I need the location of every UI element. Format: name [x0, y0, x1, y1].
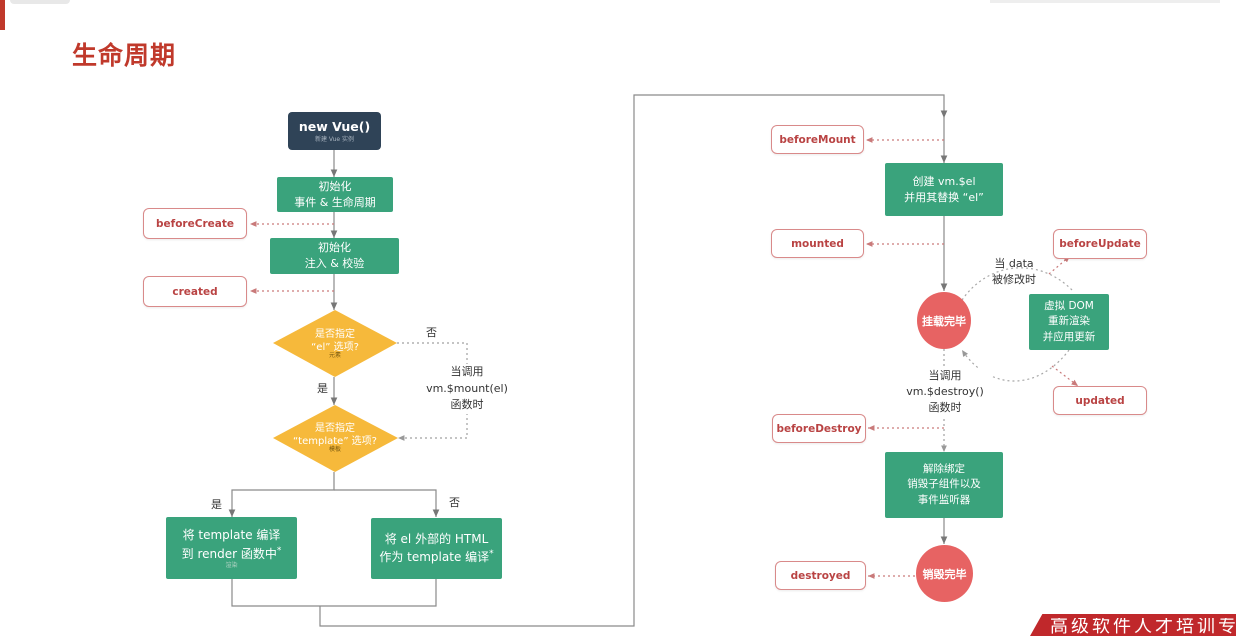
destroyed-circle: 销毁完毕 [916, 545, 973, 602]
compile-template-sub: 渲染 [225, 561, 238, 569]
merge-line [231, 579, 437, 607]
label-destroy-call-3: 函数时 [928, 400, 962, 414]
compile-template-line1: 将 template 编译 [182, 528, 281, 543]
label-mount-call-3: 函数时 [450, 398, 484, 411]
decision-template-line2: “template” 选项? [293, 436, 377, 447]
label-data-change-2: 被修改时 [992, 272, 1036, 286]
label-destroy-call-1: 当调用 [928, 369, 962, 382]
label-mount-call-1: 当调用 [450, 365, 484, 378]
hook-before-destroy: beforeDestroy [772, 414, 866, 443]
virtual-dom-line1: 虚拟 DOM [1044, 300, 1094, 313]
decision-el-line2: “el” 选项? [311, 342, 359, 353]
virtual-dom-node: 虚拟 DOM 重新渲染 并应用更新 [1029, 294, 1109, 350]
teardown-line2: 销毁子组件以及 [907, 478, 981, 491]
decision-el-diamond [273, 310, 397, 377]
loop-arc-top [961, 267, 1073, 301]
brand-text: 高级软件人才培训专 [1050, 618, 1236, 636]
virtual-dom-line3: 并应用更新 [1042, 330, 1096, 343]
teardown-node: 解除绑定 销毁子组件以及 事件监听器 [885, 452, 1003, 518]
teardown-line1: 解除绑定 [923, 463, 965, 476]
left-main-flow [228, 94, 948, 627]
top-accent-bar [0, 0, 5, 30]
create-el-line2: 并用其替换 “el” [904, 190, 984, 204]
teardown-line3: 事件监听器 [917, 493, 971, 506]
hook-mounted: mounted [771, 229, 864, 258]
hook-updated: updated [1053, 386, 1147, 415]
init-events-node: 初始化 事件 & 生命周期 [277, 177, 393, 212]
update-loop [961, 255, 1079, 387]
arrow-template-no [334, 489, 440, 517]
new-vue-sub: 新建 Vue 实例 [314, 136, 354, 144]
init-inject-line1: 初始化 [318, 241, 351, 255]
decision-template-sub: 模板 [328, 446, 341, 453]
decision-el-sub: 元素 [328, 352, 341, 359]
init-events-line1: 初始化 [318, 179, 352, 193]
arrow-updated [1051, 365, 1079, 387]
arrow-template-yes [228, 472, 335, 517]
compile-template-node: 将 template 编译 到 render 函数中* 渲染 [166, 517, 297, 579]
label-template-yes: 是 [211, 498, 222, 511]
decision-template-diamond [273, 405, 398, 472]
new-vue-node: new Vue() 新建 Vue 实例 [288, 112, 381, 150]
label-mount-call-2: vm.$mount(el) [426, 381, 508, 395]
init-events-line2: 事件 & 生命周期 [294, 195, 376, 209]
compile-template-line2: 到 render 函数中 [181, 546, 277, 561]
label-destroy-call: 当调用 vm.$destroy() 函数时 [898, 368, 992, 416]
top-right-strip [990, 0, 1220, 3]
label-destroy-call-2: vm.$destroy() [906, 384, 984, 398]
label-template-no: 否 [449, 496, 460, 509]
create-el-node: 创建 vm.$el 并用其替换 “el” [885, 163, 1003, 216]
new-vue-label: new Vue() [298, 119, 371, 135]
label-el-no: 否 [426, 326, 437, 339]
label-mount-call: 当调用 vm.$mount(el) 函数时 [418, 364, 516, 414]
virtual-dom-line2: 重新渲染 [1048, 315, 1090, 328]
hook-before-create: beforeCreate [143, 208, 247, 239]
right-hook-arrows [866, 137, 944, 579]
page-title: 生命周期 [72, 41, 177, 70]
decision-template-line1: 是否指定 [315, 423, 355, 434]
hook-before-mount: beforeMount [771, 125, 864, 154]
compile-outer-node: 将 el 外部的 HTML 作为 template 编译* [371, 518, 502, 579]
compile-outer-mark: * [489, 549, 494, 559]
label-el-yes: 是 [317, 382, 328, 395]
decision-el-line1: 是否指定 [315, 329, 355, 340]
left-hook-arrows [250, 221, 334, 294]
decision-el-label: 是否指定 “el” 选项? 元素 [285, 327, 385, 359]
hook-created: created [143, 276, 247, 307]
init-inject-node: 初始化 注入 & 校验 [270, 238, 399, 274]
el-no-path [397, 342, 468, 441]
connector-to-mount [319, 94, 948, 627]
arrow-el-no [397, 342, 468, 441]
brand-banner [1030, 614, 1236, 636]
compile-outer-line2: 作为 template 编译 [379, 550, 490, 564]
compile-template-mark: * [276, 545, 282, 556]
mounted-circle: 挂载完毕 [917, 292, 971, 349]
hook-before-update: beforeUpdate [1053, 229, 1147, 259]
hook-destroyed: destroyed [775, 561, 866, 590]
compile-outer-line1: 将 el 外部的 HTML [384, 531, 489, 546]
decision-template-label: 是否指定 “template” 选项? 模板 [280, 421, 390, 453]
init-inject-line2: 注入 & 校验 [304, 257, 365, 270]
top-tab-edge [10, 0, 70, 4]
create-el-line1: 创建 vm.$el [912, 174, 976, 188]
label-data-change: 当 data 被修改时 [983, 256, 1045, 288]
label-data-change-1: 当 data [994, 257, 1034, 270]
